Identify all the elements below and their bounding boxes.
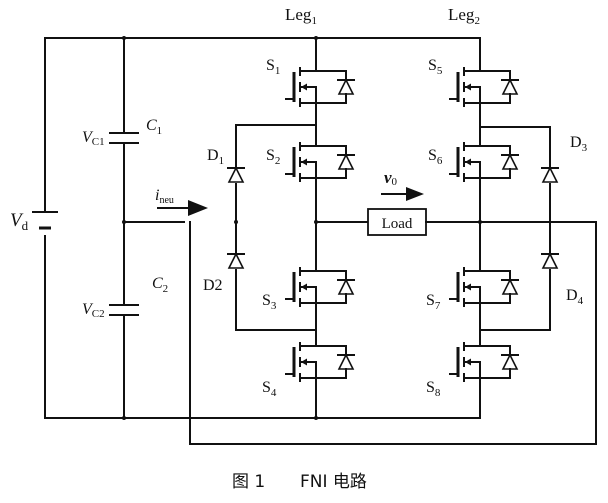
- d4-label: D4: [566, 287, 584, 307]
- switch-s4-symbol: [284, 335, 356, 389]
- vc2-label: VC2: [82, 301, 105, 320]
- switch-s6-symbol: [448, 135, 520, 189]
- switch-s3-symbol: [284, 260, 356, 314]
- leg1-label: Leg1: [285, 5, 317, 27]
- leg2-label: Leg2: [448, 5, 480, 27]
- diode-d4-symbol: [541, 253, 559, 269]
- s6-label: S6: [428, 147, 443, 167]
- switch-s1-symbol: [284, 60, 356, 114]
- vc1-label: VC1: [82, 129, 105, 148]
- d3-label: D3: [570, 134, 588, 154]
- s2-label: S2: [266, 147, 280, 167]
- figure-number: 图 1: [232, 472, 265, 492]
- switch-s2-symbol: [284, 135, 356, 189]
- ineu-label: ineu: [155, 187, 174, 206]
- d2-label: D2: [203, 277, 223, 294]
- v0-label: v0: [384, 168, 398, 188]
- diode-d3-symbol: [541, 167, 559, 183]
- s7-label: S7: [426, 292, 441, 312]
- s8-label: S8: [426, 379, 441, 399]
- c2-label: C2: [152, 275, 168, 295]
- s3-label: S3: [262, 292, 277, 312]
- s5-label: S5: [428, 57, 443, 77]
- c1-label: C1: [146, 117, 162, 137]
- switch-s5-symbol: [448, 60, 520, 114]
- switch-s8-symbol: [448, 335, 520, 389]
- d1-label: D1: [207, 147, 224, 167]
- ineu-arrowhead: [188, 200, 208, 216]
- figure-title: FNI 电路: [300, 472, 367, 492]
- load-label: Load: [382, 216, 413, 232]
- v0-arrowhead: [406, 187, 424, 201]
- diode-d1-symbol: [227, 167, 245, 183]
- diode-d2-symbol: [227, 253, 245, 269]
- junctions: [122, 36, 482, 420]
- s4-label: S4: [262, 379, 277, 399]
- switch-s7-symbol: [448, 260, 520, 314]
- s1-label: S1: [266, 57, 280, 77]
- vd-label: Vd: [10, 210, 29, 233]
